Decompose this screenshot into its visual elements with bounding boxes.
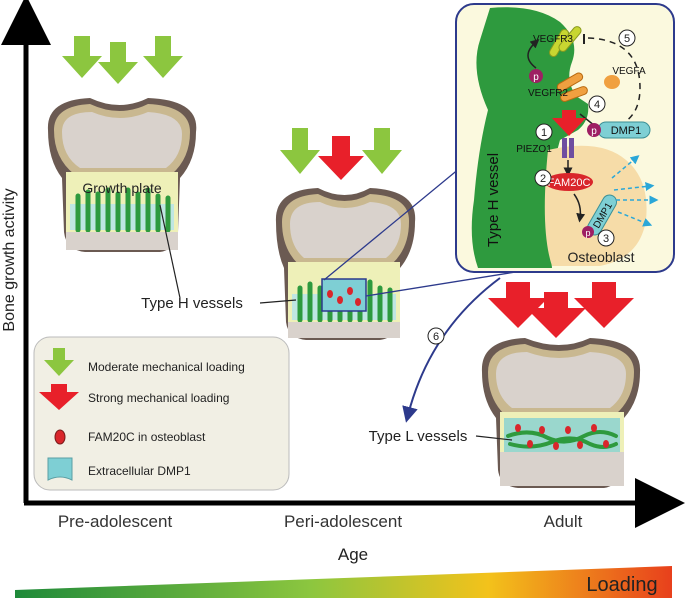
legend: Moderate mechanical loading Strong mecha… [33,336,290,491]
dashed-signal-arc [587,37,641,129]
leader-line [475,435,513,441]
legend-fam20c-label: FAM20C in osteoblast [88,430,206,444]
phosphorylation-arrow [573,193,586,223]
legend-strong-arrow-icon [39,384,79,410]
loading-label: Loading [586,574,657,596]
type-h-vessel-shape [471,7,589,268]
phospho-label: p [585,228,590,238]
vegfr3-label: VEGFR3 [533,34,573,45]
marrow [496,352,626,408]
type-h-vessels-pre [75,187,171,233]
moderate-loading-arrow [62,36,102,78]
legend-moderate-arrow-icon [44,348,74,376]
leader-line [159,204,181,299]
legend-dmp1-label: Extracellular DMP1 [88,464,191,478]
inset-vessel-label: Type H vessel [485,153,502,247]
moderate-loading-arrow [98,42,138,84]
legend-moderate-label: Moderate mechanical loading [88,360,245,374]
legend-box [33,336,290,491]
fam20c-label: FAM20C [548,177,591,189]
secretion-arrows [611,155,659,227]
legend-strong-label: Strong mechanical loading [88,391,229,405]
moderate-loading-arrows [62,36,183,84]
step-2-number: 2 [540,173,546,185]
legend-dmp1-icon [47,457,73,481]
moderate-loading-arrow [143,36,183,78]
mechanical-force-arrow [552,110,586,136]
step-6-marker [427,327,445,345]
step-5-number: 5 [624,33,630,45]
zoom-line [323,167,461,281]
bone-pre-adolescent: Growth plate [47,36,197,299]
dmp1-pill-label: DMP1 [611,125,642,137]
type-h-label: Type H vessels [141,295,243,312]
piezo1-channel [569,138,574,158]
vegfa-ligand [604,75,620,89]
y-axis-label: Bone growth activity [1,188,18,331]
phospho-marker [529,69,543,83]
phospho-label: p [591,126,597,137]
marrow [62,112,182,168]
axes: Bone growth activity Age Pre-adolescent … [1,0,685,564]
stage-label-peri: Peri-adolescent [284,512,402,531]
step-1-marker [535,123,553,141]
strong-loading-arrow [574,282,634,328]
step-6-number: 6 [433,331,439,343]
strong-loading-arrow [318,136,364,180]
phospho-label: p [533,72,539,83]
mechanism-inset: Type H vessel Osteoblast VEGFR3 VEGFR2 V… [455,3,675,273]
fam20c-dots [515,424,609,450]
x-axis-label: Age [338,545,368,564]
vegfr3-receptor [549,26,582,58]
step-4-number: 4 [594,99,600,111]
zoom-line [365,269,529,297]
loading-bar: Loading [15,566,672,598]
step-3-marker [597,229,615,247]
strong-loading-arrow [526,292,586,338]
strong-loading-arrows [488,282,634,338]
moderate-loading-arrow [280,128,320,174]
bone-adult: Type L vessels [369,282,641,488]
bone-peri-adolescent: Type H vessels [141,128,529,340]
marrow [290,202,401,258]
moderate-loading-arrow [362,128,402,174]
loading-gradient-wedge [15,566,672,598]
bone-shaft [288,322,400,338]
bone-shaft [66,232,178,250]
vegfr2-label: VEGFR2 [528,88,568,99]
phospho-marker [587,123,601,137]
step-1-number: 1 [541,127,547,139]
step-3-number: 3 [603,233,609,245]
bone-shaft [500,452,624,486]
leader-line [259,299,297,304]
stage-label-pre: Pre-adolescent [58,512,173,531]
legend-fam20c-icon [54,429,66,445]
inset-osteoblast-label: Osteoblast [568,249,635,265]
step-2-marker [534,169,552,187]
fam20c-dots [327,287,361,306]
feedback-arrow [527,39,540,69]
step-4-marker [588,95,606,113]
piezo1-label: PIEZO1 [516,144,552,155]
fam20c-enzyme [545,173,593,191]
phospho-marker [582,226,594,238]
step-5-marker [618,29,636,47]
type-l-label: Type L vessels [369,428,468,445]
strong-loading-arrow [488,282,548,328]
vegfa-label: VEGFA [612,66,646,77]
stage-label-adult: Adult [544,512,583,531]
vegfr2-receptor [556,72,588,102]
growth-plate-label: Growth plate [82,180,162,196]
piezo1-channel [562,138,567,158]
